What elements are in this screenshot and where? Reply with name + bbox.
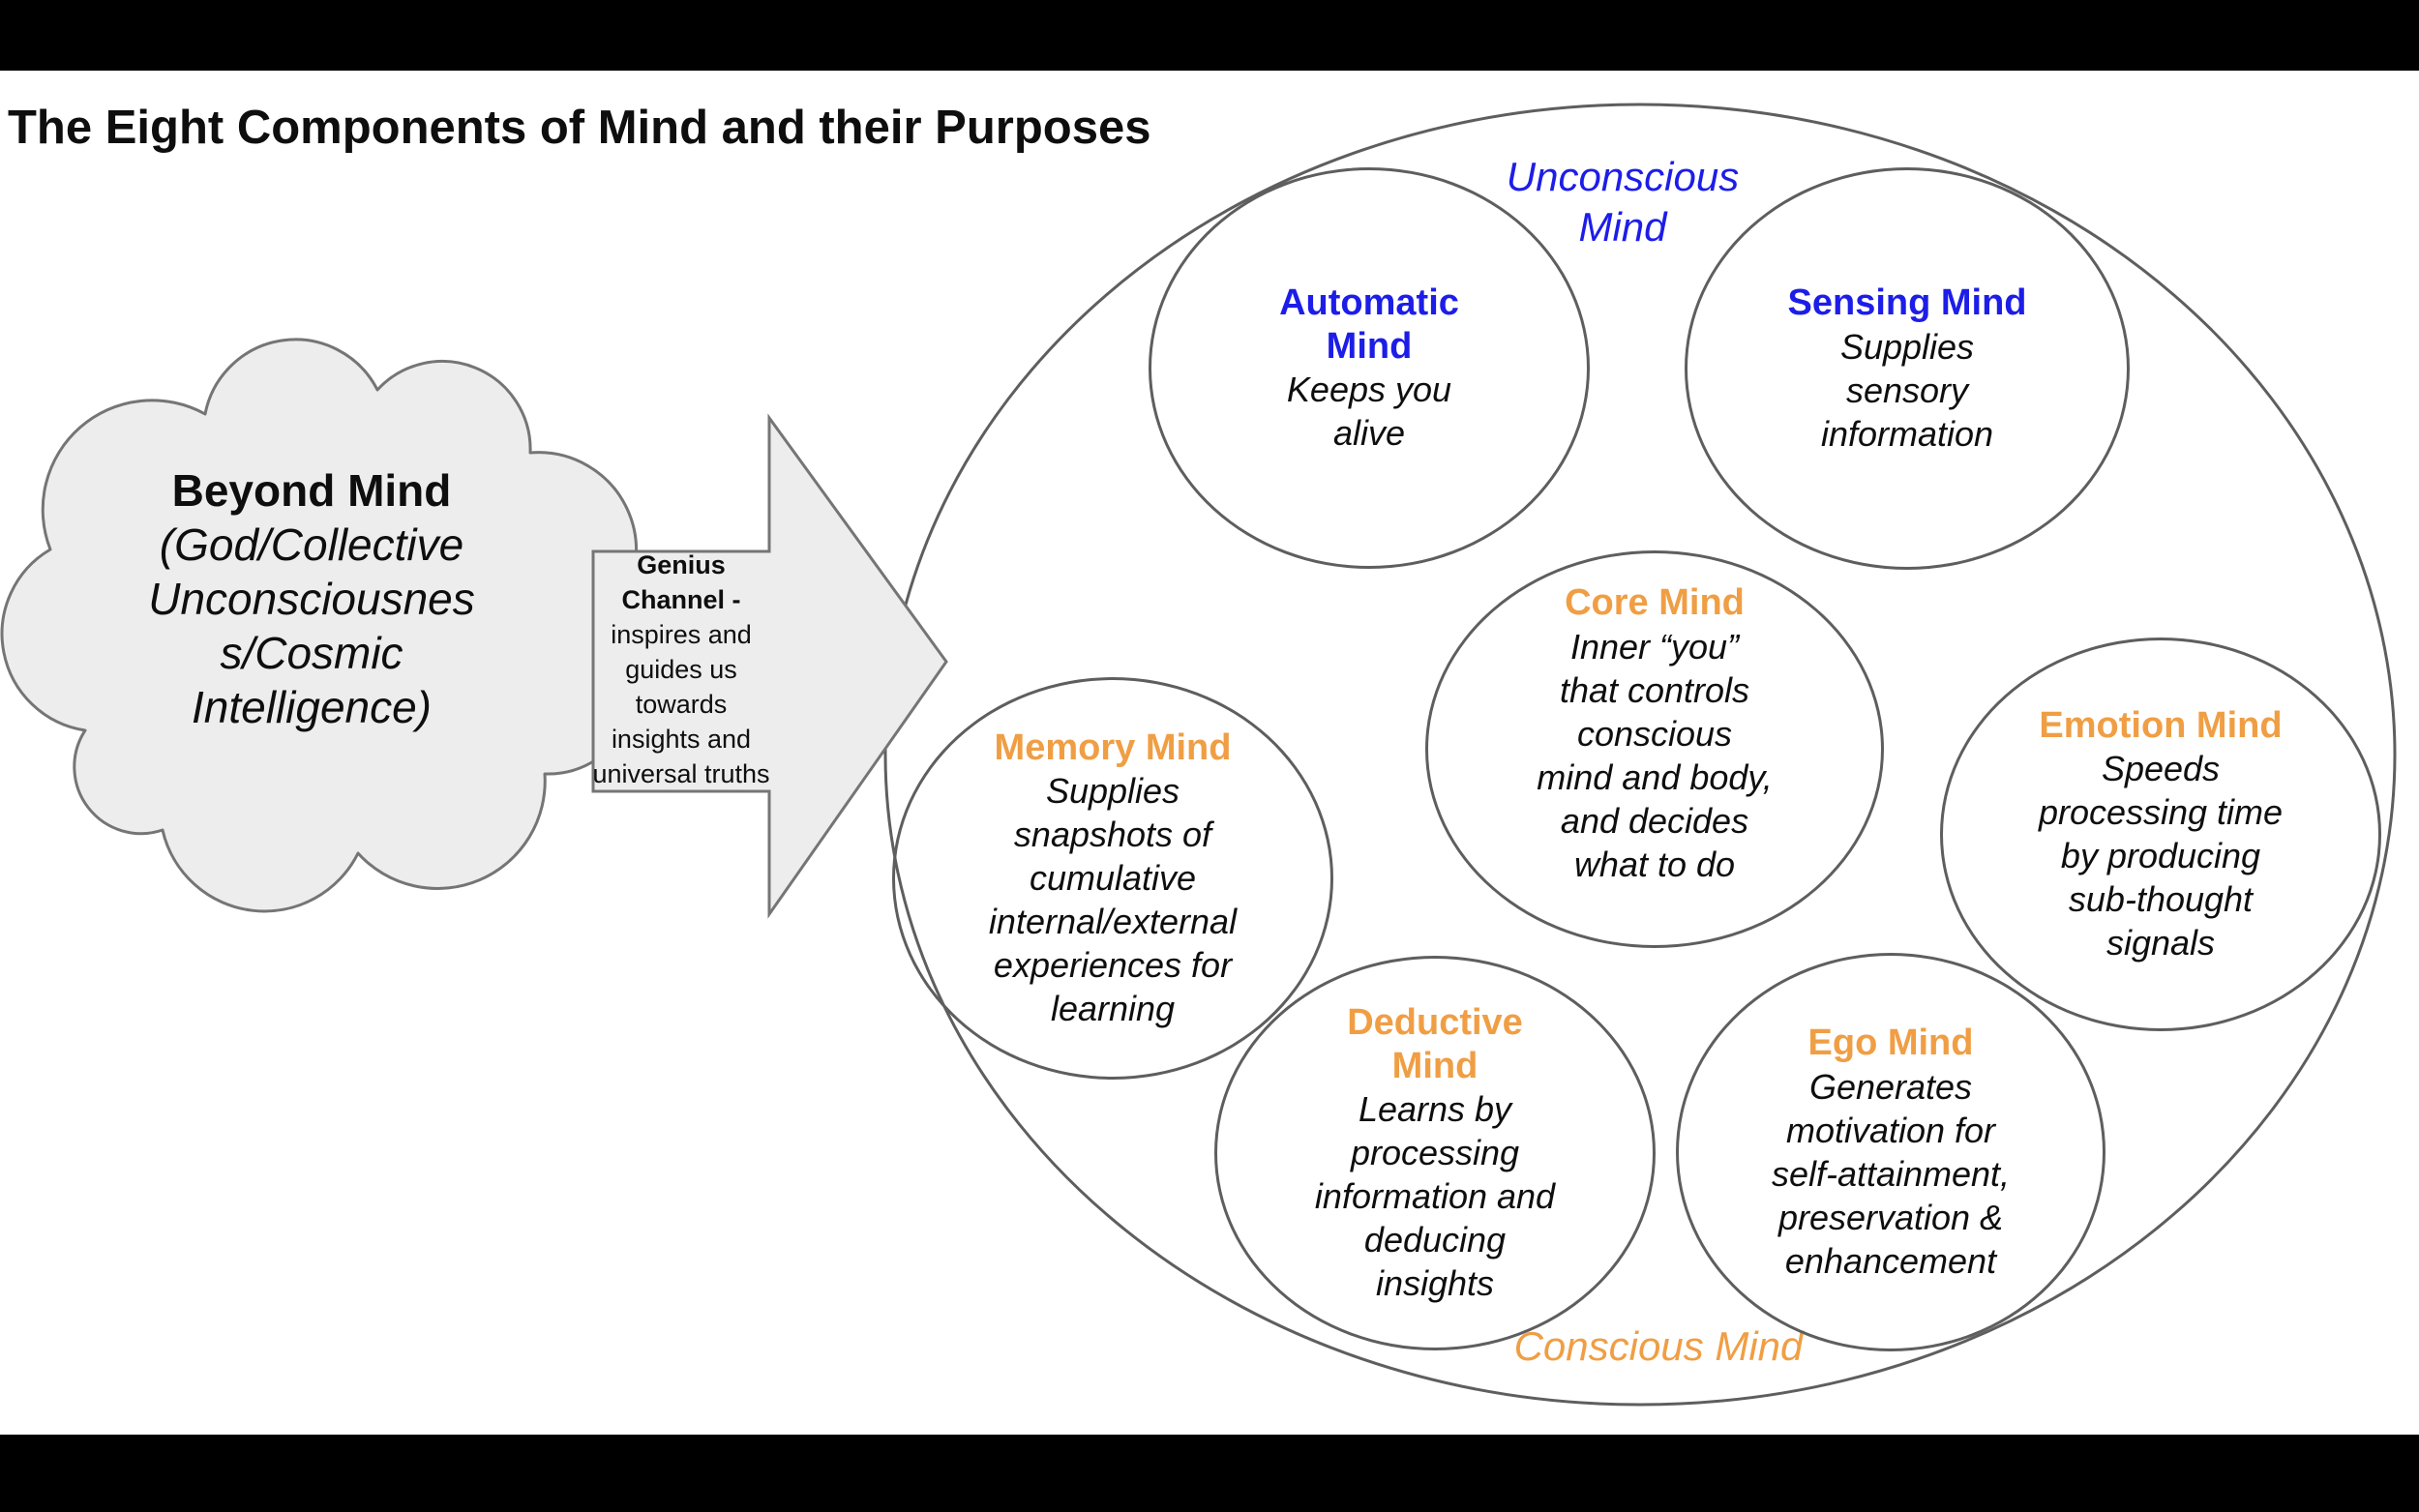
bubble-title: Memory Mind <box>994 726 1232 768</box>
bubble-title: Emotion Mind <box>2039 704 2283 746</box>
beyond-mind-title: Beyond Mind <box>171 465 452 516</box>
conscious-mind-region-label: Conscious Mind <box>1513 1323 1804 1369</box>
letterbox-top <box>0 0 2419 71</box>
bubble-title: Sensing Mind <box>1787 282 2027 324</box>
slide-title: The Eight Components of Mind and their P… <box>8 102 1151 154</box>
bubble-title: Core Mind <box>1565 582 1745 624</box>
letterbox-bottom <box>0 1435 2419 1512</box>
beyond-mind-cloud-shape <box>0 338 639 913</box>
mind-boundary-ellipse <box>883 103 2397 1407</box>
bubble-title: Ego Mind <box>1807 1023 1974 1064</box>
genius-channel-arrow-shape <box>591 413 948 919</box>
